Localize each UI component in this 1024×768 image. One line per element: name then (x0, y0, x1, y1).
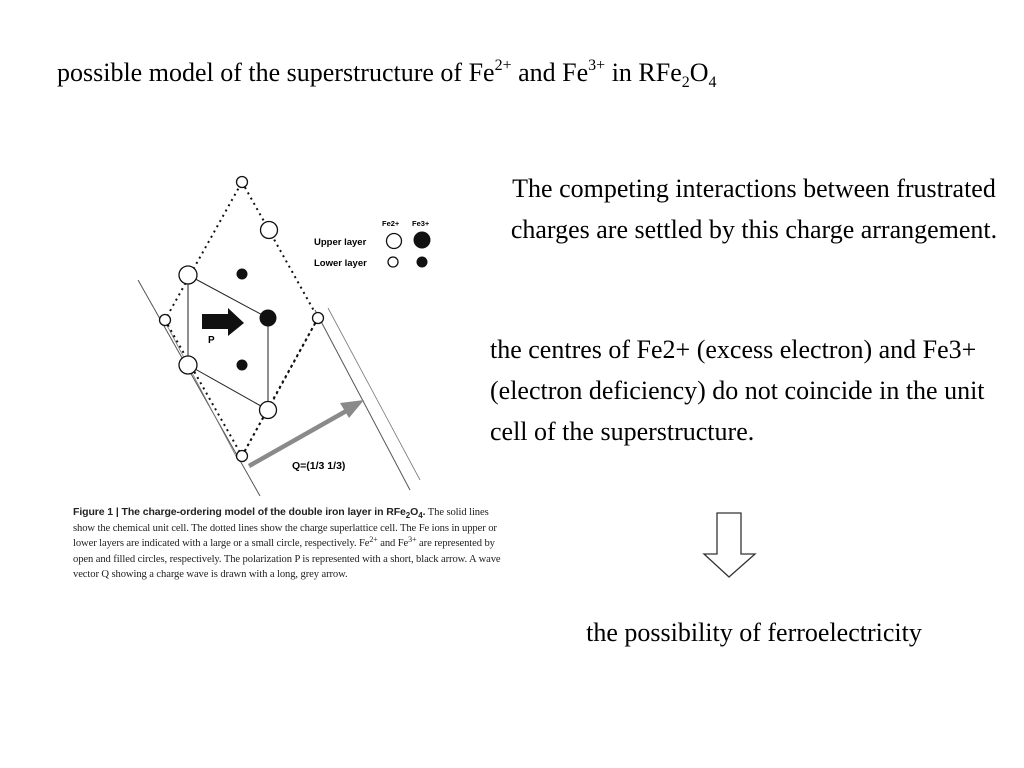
conclusion-text: the possibility of ferroelectricity (586, 618, 922, 647)
competing-interactions-text: The competing interactions between frust… (510, 174, 998, 244)
legend-upper-fe3 (413, 231, 431, 249)
ion-open-small (235, 175, 249, 189)
ion-open-large (178, 355, 198, 375)
guide-line-right (314, 309, 411, 491)
polarization-label: P (208, 335, 215, 346)
ion-filled-small (236, 268, 248, 280)
ion-open-large (178, 265, 198, 285)
legend-lower-fe3 (416, 256, 428, 268)
wave-vector-arrow-shaft (247, 408, 350, 468)
superlattice-inner-dotted-2 (267, 317, 319, 411)
polarization-arrow-icon (202, 308, 244, 336)
charge-ordering-diagram: P Q=(1/3 1/3) Fe2+ Fe3+ Upper layer Lowe… (137, 175, 431, 497)
legend-lower-fe2 (387, 256, 399, 268)
figure-caption: Figure 1 | The charge-ordering model of … (73, 506, 501, 580)
page-title: possible model of the superstructure of … (57, 57, 717, 91)
legend-upper-label: Upper layer (314, 237, 367, 248)
ion-filled-large (259, 309, 277, 327)
guide-line-left (137, 279, 261, 497)
ion-open-large (258, 400, 278, 420)
legend-lower-label: Lower layer (314, 258, 367, 269)
guide-line-left-inner (161, 315, 239, 461)
ion-open-small (158, 313, 172, 327)
centres-description-text: the centres of Fe2+ (excess electron) an… (490, 335, 985, 446)
legend-upper-fe2 (385, 232, 403, 250)
wave-vector-label: Q=(1/3 1/3) (292, 460, 345, 472)
down-arrow-icon (702, 512, 757, 578)
guide-line-right-outer (327, 307, 421, 481)
ion-open-large (259, 220, 279, 240)
legend-fe2-label: Fe2+ (382, 219, 400, 228)
legend-fe3-label: Fe3+ (412, 219, 430, 228)
ion-open-small (311, 311, 325, 325)
ion-filled-small (236, 359, 248, 371)
wave-vector-arrow-head (340, 400, 364, 418)
ion-open-small (235, 449, 249, 463)
